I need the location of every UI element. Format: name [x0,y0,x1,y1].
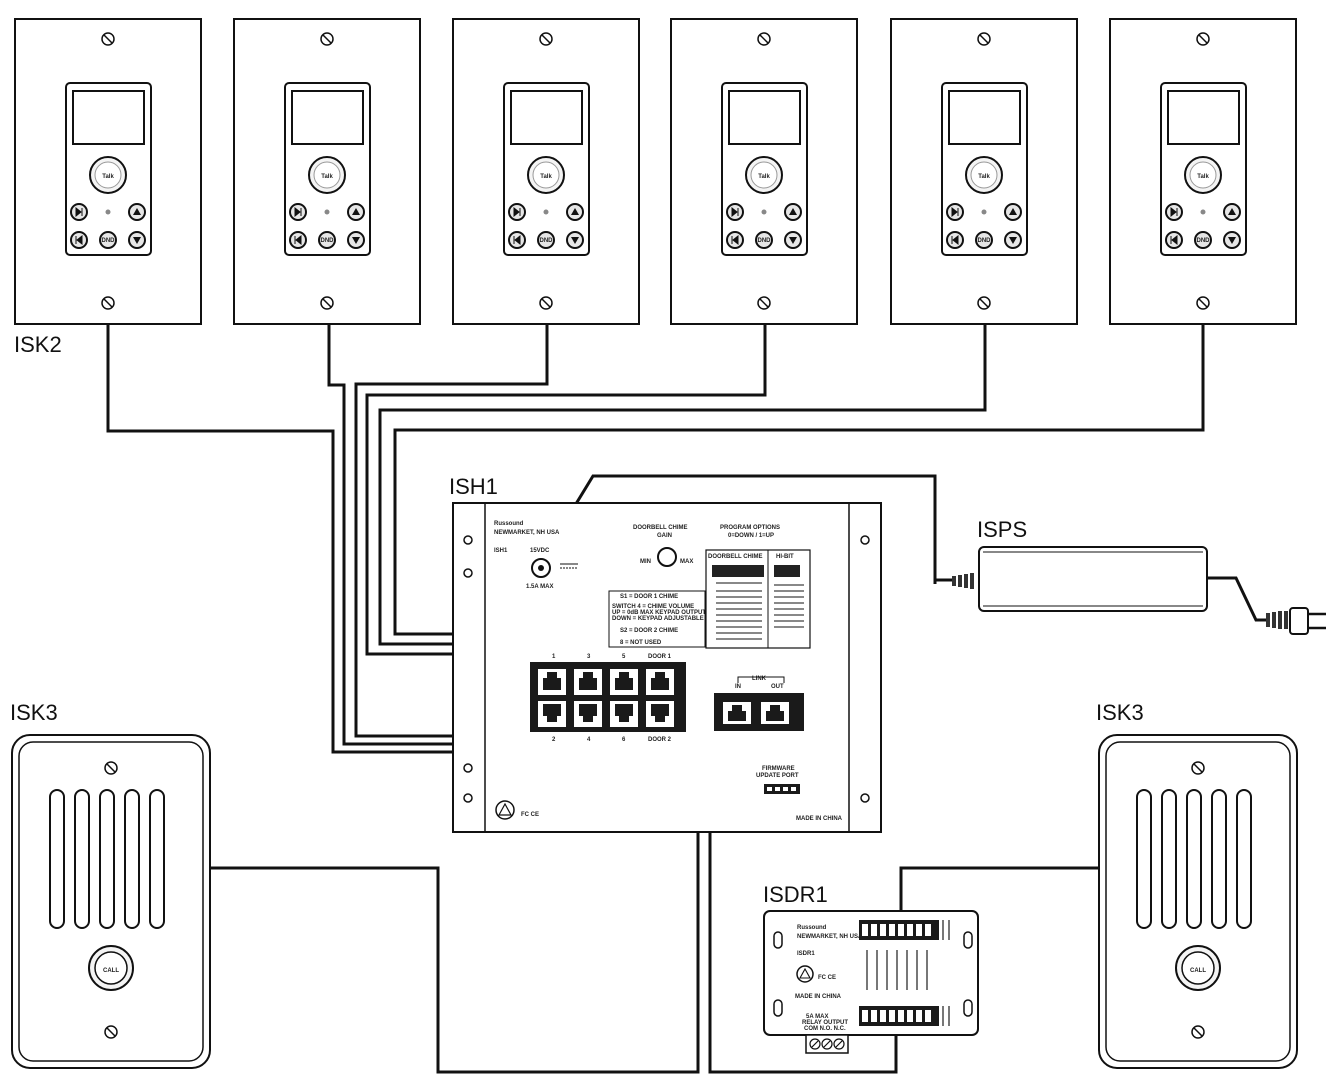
talk-button-label: Talk [1197,174,1209,180]
hub-model: ISH1 [494,548,508,554]
relay-made-in: MADE IN CHINA [795,994,842,1000]
chime-gain-title: DOORBELL CHIME [633,525,688,531]
gain-max-label: MAX [680,559,693,565]
program-options-title: PROGRAM OPTIONS [720,525,780,531]
port-label-4: 4 [587,737,591,743]
relay-max: 5A MAX [806,1014,828,1020]
talk-button-label: Talk [978,174,990,180]
label-isdr1: ISDR1 [763,882,828,907]
hub-made-in: MADE IN CHINA [796,816,843,822]
option-line-1: S1 = DOOR 1 CHIME [620,594,678,600]
hub-power-label: 15VDC [530,548,550,554]
psu-body [978,546,1208,612]
firmware-sub: UPDATE PORT [756,773,799,779]
relay-location: NEWMARKET, NH USA [797,934,863,940]
relay-output-label: RELAY OUTPUT [802,1020,848,1026]
link-out: OUT [771,684,784,690]
label-isk3-left: ISK3 [10,700,58,725]
relay-model: ISDR1 [797,951,815,957]
relay-terminals-label: COM N.O. N.C. [804,1026,846,1032]
label-isps: ISPS [977,517,1027,542]
ish1-hub: ISH1 Russound NEWMARKET, NH USA ISH1 15V… [449,474,882,833]
program-options-sub: 0=DOWN / 1=UP [728,533,774,539]
label-isk2: ISK2 [14,332,62,357]
option-line-6: 8 = NOT USED [620,640,662,646]
talk-button-label: Talk [758,174,770,180]
gain-min-label: MIN [640,559,651,565]
talk-button-label: Talk [321,174,333,180]
relay-brand: Russound [797,925,827,931]
door-station-left: CALL [11,734,211,1069]
dnd-button-label: DND [540,238,554,244]
psu-strain-relief-left [952,573,974,589]
relay-enclosure [763,910,979,1036]
hub-power-amp: 1.5A MAX [526,584,553,590]
link-in: IN [735,684,741,690]
door-station-right: CALL [1098,734,1298,1069]
port-label-door1: DOOR 1 [648,654,672,660]
call-button-label: CALL [103,968,119,974]
option-line-5: S2 = DOOR 2 CHIME [620,628,678,634]
hub-compliance: FC CE [521,812,539,818]
dip-switch-hibit [774,565,800,577]
option-line-2: SWITCH 4 = CHIME VOLUME [612,604,694,610]
label-ish1: ISH1 [449,474,498,499]
keypad-row: TalkDNDTalkDNDTalkDNDTalkDNDTalkDNDTalkD… [14,18,1297,325]
option-line-3: UP = 0dB MAX KEYPAD OUTPUT [612,610,706,616]
port-label-3: 3 [587,654,591,660]
relay-compliance: FC CE [818,975,836,981]
call-button-label: CALL [1190,968,1206,974]
firmware-port [764,784,800,794]
firmware-title: FIRMWARE [762,766,795,772]
dnd-button-label: DND [102,238,116,244]
hi-bit-header: HI-BIT [776,554,794,560]
dip-switch-chime [712,565,764,577]
doorbell-chime-header: DOORBELL CHIME [708,554,763,560]
dnd-button-label: DND [758,238,772,244]
port-label-5: 5 [622,654,626,660]
label-isk3-right: ISK3 [1096,700,1144,725]
port-label-door2: DOOR 2 [648,737,672,743]
talk-button-label: Talk [102,174,114,180]
port-label-1: 1 [552,654,556,660]
isdr1-relay: ISDR1 Russound NEWMARKET, NH USA ISDR1 F… [763,882,979,1054]
hub-location: NEWMARKET, NH USA [494,530,560,536]
port-label-2: 2 [552,737,556,743]
rj45-port-block [530,662,686,732]
hub-brand: Russound [494,521,524,527]
link-title: LINK [752,676,767,682]
dnd-button-label: DND [1197,238,1211,244]
option-line-4: DOWN = KEYPAD ADJUSTABLE [612,616,704,622]
wire-door-right [899,866,1098,922]
talk-button-label: Talk [540,174,552,180]
dnd-button-label: DND [978,238,992,244]
chime-gain-sub: GAIN [657,533,672,539]
isps-power-supply: ISPS [935,517,1326,635]
chime-gain-knob [657,547,677,567]
port-label-6: 6 [622,737,626,743]
ac-plug-icon [1289,607,1309,635]
dnd-button-label: DND [321,238,335,244]
